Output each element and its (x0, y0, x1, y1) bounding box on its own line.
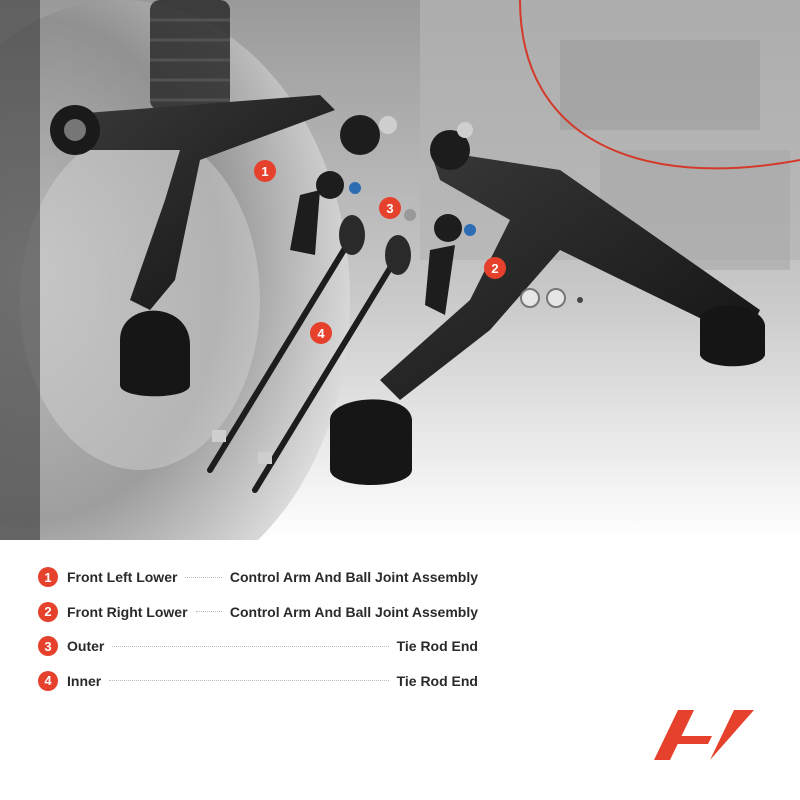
callout-1: 1 (254, 160, 276, 182)
legend-value-3: Tie Rod End (396, 638, 478, 655)
legend-label-4: Inner (67, 672, 102, 689)
parts-legend: 1 Front Left Lower Control Arm And Ball … (38, 560, 478, 698)
callout-2: 2 (484, 257, 506, 279)
legend-label-2: Front Right Lower (67, 603, 188, 620)
legend-divider-4 (109, 680, 389, 682)
legend-value-2: Control Arm And Ball Joint Assembly (229, 603, 478, 620)
callout-3-number: 3 (386, 200, 394, 216)
legend-number-2: 2 (38, 601, 58, 622)
callout-4: 4 (310, 322, 332, 344)
product-photo: 1 2 3 4 (0, 0, 800, 540)
callout-2-number: 2 (491, 260, 499, 276)
legend-value-4: Tie Rod End (396, 672, 478, 689)
red-arc (519, 0, 800, 170)
legend-label-3: Outer (67, 638, 105, 655)
legend-divider-1 (185, 576, 222, 578)
legend-row-1: 1 Front Left Lower Control Arm And Ball … (38, 560, 478, 595)
shock-boot (150, 0, 230, 110)
legend-row-3: 3 Outer Tie Rod End (38, 629, 478, 664)
callout-3: 3 (379, 197, 401, 219)
legend-number-4: 4 (38, 670, 58, 691)
legend-divider-3 (112, 645, 389, 647)
outer-tie-rod-ends (290, 171, 476, 315)
hardware-nuts (520, 288, 583, 308)
brand-logo-icon (654, 710, 754, 760)
legend-number-3: 3 (38, 636, 58, 657)
suspension-parts-illustration (0, 0, 800, 540)
legend-label-1: Front Left Lower (67, 569, 178, 586)
legend-divider-2 (195, 611, 222, 613)
callout-4-number: 4 (317, 325, 325, 341)
left-control-arm (50, 95, 397, 397)
legend-row-2: 2 Front Right Lower Control Arm And Ball… (38, 595, 478, 630)
legend-number-1: 1 (38, 567, 58, 588)
legend-value-1: Control Arm And Ball Joint Assembly (229, 569, 478, 586)
right-control-arm (330, 122, 765, 485)
inner-tie-rods (207, 215, 411, 493)
legend-row-4: 4 Inner Tie Rod End (38, 664, 478, 699)
tire (0, 0, 40, 540)
callout-1-number: 1 (261, 163, 269, 179)
